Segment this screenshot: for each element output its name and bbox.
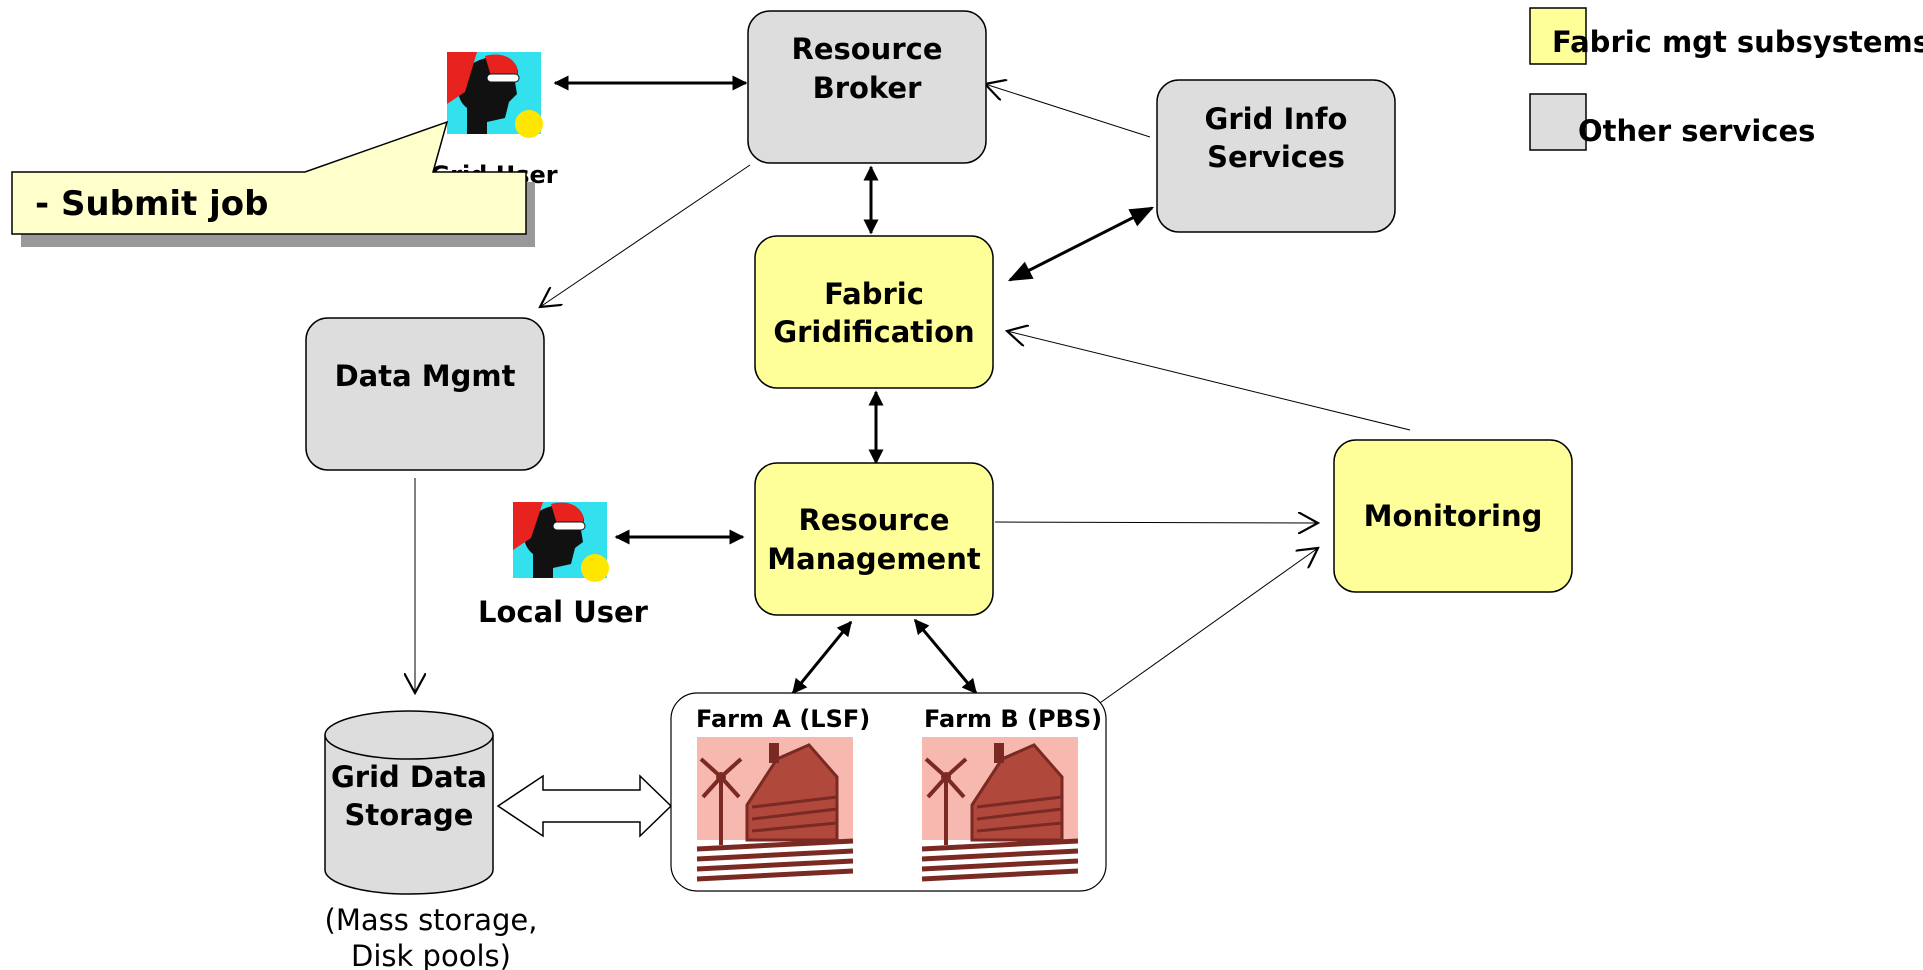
bold-connectors — [553, 75, 1155, 695]
storage-note-line2: Disk pools) — [351, 939, 511, 970]
node-resource-broker: Resource Broker — [747, 10, 987, 164]
callout-text: - Submit job — [35, 184, 269, 224]
local-user-label: Local User — [478, 595, 649, 629]
storage-line2: Storage — [345, 798, 474, 832]
connector-gridinfo-to-broker — [985, 84, 1151, 138]
farm-barn-icon — [921, 737, 1079, 882]
submit-job-callout: - Submit job — [11, 120, 535, 247]
storage-line1: Grid Data — [331, 760, 487, 794]
gridification-line1: Fabric — [824, 277, 924, 311]
farm-b-label: Farm B (PBS) — [924, 705, 1102, 733]
monitoring-label: Monitoring — [1364, 499, 1543, 533]
connector-broker-to-datamgmt — [540, 164, 751, 307]
node-fabric-gridification: Fabric Gridification — [754, 235, 994, 389]
gridification-line2: Gridification — [773, 315, 974, 349]
connector-gridinfo-gridification — [1007, 206, 1155, 282]
legend-fabric-label: Fabric mgt subsystems — [1552, 25, 1923, 59]
resmgmt-line1: Resource — [799, 503, 950, 537]
connector-resmgmt-farmB — [913, 618, 978, 695]
database-cylinder-icon — [324, 735, 494, 895]
user-silhouette-icon — [447, 52, 543, 138]
connector-monitoring-to-gridification — [1007, 331, 1411, 431]
node-monitoring: Monitoring — [1333, 439, 1573, 593]
grid-info-line1: Grid Info — [1205, 102, 1348, 136]
node-data-mgmt: Data Mgmt — [305, 317, 545, 471]
user-silhouette-icon — [513, 502, 609, 582]
local-user-actor: Local User — [478, 502, 649, 629]
data-mgmt-label: Data Mgmt — [335, 359, 516, 393]
connector-resmgmt-farmA — [791, 620, 853, 695]
storage-farms-double-arrow — [496, 774, 673, 838]
node-grid-data-storage: Grid Data Storage — [324, 710, 494, 895]
resource-broker-line2: Broker — [813, 71, 923, 105]
legend-swatch-other — [1529, 93, 1587, 151]
resource-broker-line1: Resource — [792, 32, 943, 66]
legend-other-label: Other services — [1578, 114, 1815, 148]
grid-info-line2: Services — [1207, 140, 1345, 174]
connector-resmgmt-to-monitoring — [994, 522, 1318, 523]
grid-user-actor: Grid User — [430, 52, 558, 189]
resmgmt-line2: Management — [767, 542, 981, 576]
node-grid-info-services: Grid Info Services — [1156, 79, 1396, 233]
farm-a-label: Farm A (LSF) — [696, 705, 870, 733]
farm-barn-icon — [696, 737, 854, 882]
legend: Fabric mgt subsystems Other services — [1529, 7, 1923, 151]
connector-farms-to-monitoring — [1089, 548, 1318, 711]
thin-connectors — [415, 84, 1411, 711]
node-resource-management: Resource Management — [754, 462, 994, 616]
storage-note-line1: (Mass storage, — [325, 903, 538, 937]
legend-swatch-fabric — [1529, 7, 1587, 65]
farms-container: Farm A (LSF) Farm B (PBS) — [670, 692, 1107, 892]
